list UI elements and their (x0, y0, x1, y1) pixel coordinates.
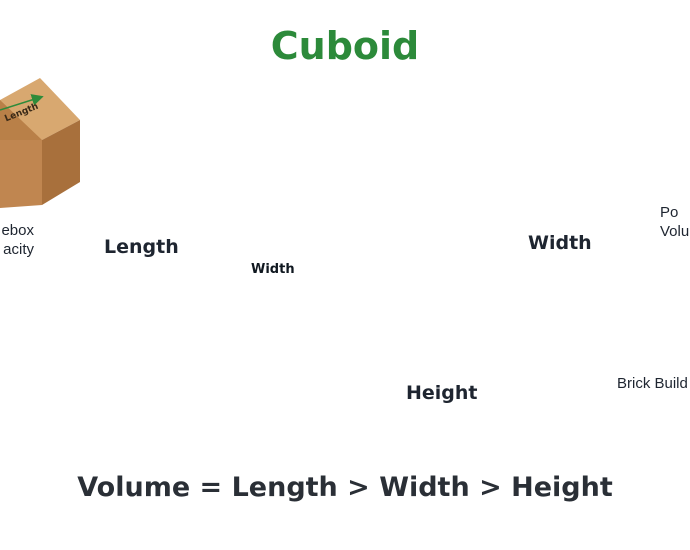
length-label: Length (104, 236, 179, 258)
pool-caption: Po Volu (660, 203, 690, 241)
lunchbox-illustration (0, 78, 80, 208)
lunchbox-caption: ebox acity (0, 221, 34, 259)
diagram-title: Cuboid (270, 24, 420, 68)
width-label: Width (528, 232, 592, 254)
lunchbox-caption-line2: acity (3, 241, 34, 258)
inner-width-label: Width (251, 262, 295, 277)
height-label: Height (406, 382, 478, 404)
lunchbox-caption-line1: ebox (1, 222, 34, 239)
brick-caption: Brick Build (617, 375, 688, 392)
volume-formula: Volume = Length > Width > Height (77, 472, 613, 503)
pool-caption-line2: Volu (660, 223, 690, 240)
pool-caption-line1: Po (660, 204, 679, 221)
